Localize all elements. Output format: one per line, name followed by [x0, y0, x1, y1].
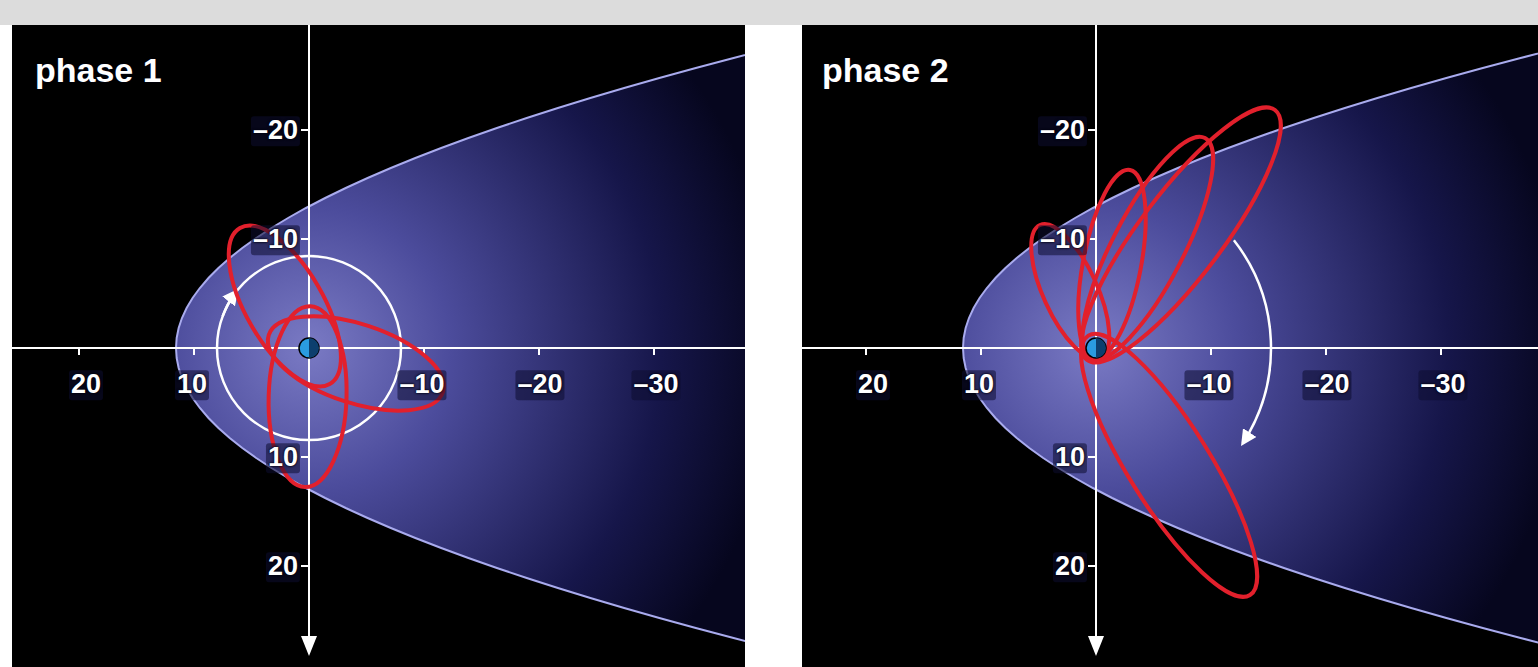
axis-tick — [538, 348, 540, 355]
axis-arrowhead — [301, 636, 317, 656]
rotation-arrow — [223, 291, 237, 316]
earth-night-side — [1096, 338, 1106, 358]
y-axis — [308, 25, 310, 645]
panel-title: phase 2 — [822, 52, 949, 89]
orbit-loop — [206, 209, 363, 404]
axis-tick-label: –10 — [1038, 225, 1087, 255]
axis-tick-label: 10 — [266, 443, 300, 473]
axis-tick-label: –10 — [397, 370, 446, 400]
axis-tick-label: 20 — [266, 552, 300, 582]
reference-circle — [217, 256, 401, 440]
orbit-loop — [1054, 85, 1309, 385]
axis-tick-label: –10 — [251, 225, 300, 255]
axis-tick-label: 10 — [962, 370, 996, 400]
panel-title: phase 1 — [35, 52, 162, 89]
orbit-loop — [1054, 314, 1285, 616]
axis-tick — [193, 348, 195, 355]
axis-tick — [1325, 348, 1327, 355]
axis-tick — [980, 348, 982, 355]
axis-tick-label: 10 — [1053, 443, 1087, 473]
axis-tick-label: –20 — [515, 370, 564, 400]
earth-night-side — [309, 338, 319, 358]
axis-tick-label: –20 — [1302, 370, 1351, 400]
orbit-loop — [266, 305, 349, 488]
axis-tick — [301, 129, 309, 131]
axis-tick — [301, 565, 309, 567]
axis-tick — [301, 238, 309, 240]
panel — [802, 25, 1538, 667]
axis-tick-label: 20 — [69, 370, 103, 400]
axis-tick-label: –10 — [1184, 370, 1233, 400]
rotation-arrow — [1234, 240, 1271, 443]
earth — [299, 338, 319, 358]
axis-tick-label: –30 — [1418, 370, 1467, 400]
x-axis — [802, 347, 1538, 349]
panel — [12, 25, 745, 667]
axis-tick-label: –30 — [631, 370, 680, 400]
axis-tick — [1440, 348, 1442, 355]
axis-tick — [1088, 129, 1096, 131]
axis-tick — [865, 348, 867, 355]
axis-tick-label: 20 — [1053, 552, 1087, 582]
axis-arrowhead — [1088, 636, 1104, 656]
top-strip — [0, 0, 1538, 25]
orbit-loop — [256, 297, 455, 429]
magnetosphere — [176, 25, 745, 667]
axis-tick-label: 20 — [856, 370, 890, 400]
earth — [1086, 338, 1106, 358]
axis-tick-label: –20 — [1038, 116, 1087, 146]
axis-tick — [1210, 348, 1212, 355]
orbit-loop — [1015, 214, 1125, 369]
axis-tick — [301, 456, 309, 458]
axis-tick — [78, 348, 80, 355]
magnetosphere — [963, 25, 1538, 667]
axis-tick — [1088, 565, 1096, 567]
axis-tick — [1088, 456, 1096, 458]
axis-tick-label: –20 — [251, 116, 300, 146]
axis-tick — [653, 348, 655, 355]
axis-tick-label: 10 — [175, 370, 209, 400]
x-axis — [12, 347, 745, 349]
